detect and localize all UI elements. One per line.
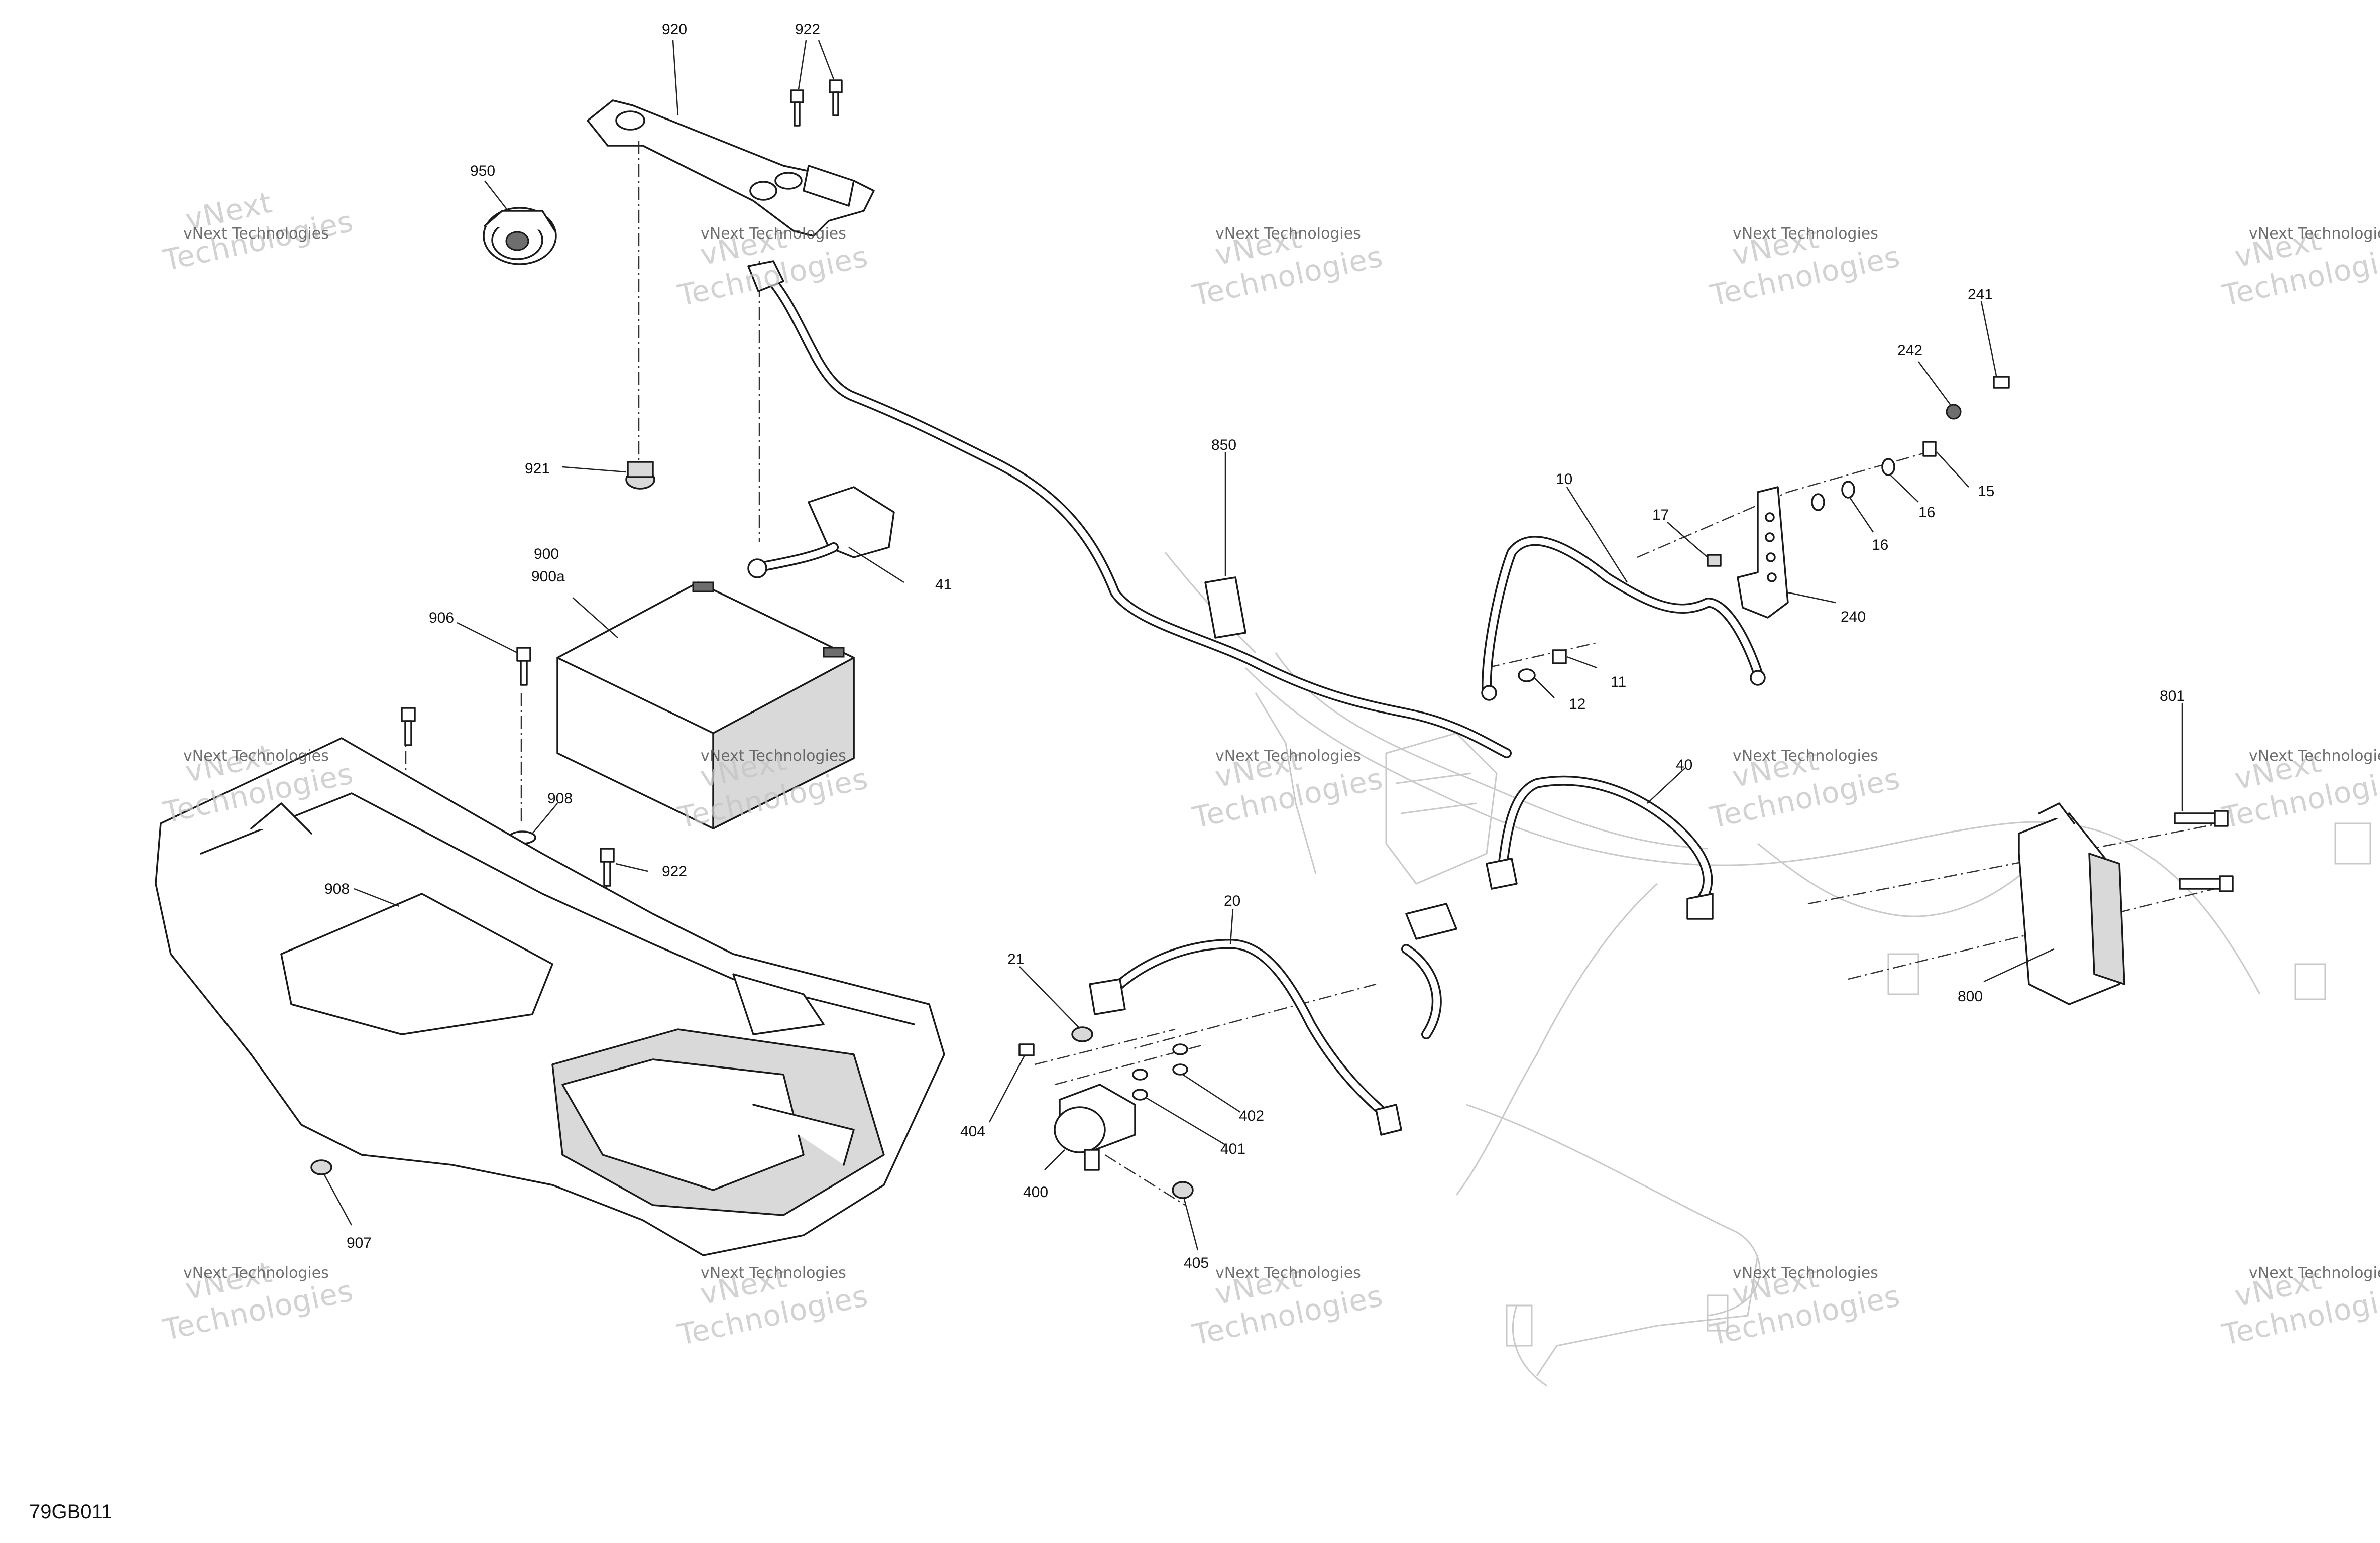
bolt-922-upper bbox=[790, 79, 843, 127]
nut-921 bbox=[625, 461, 655, 490]
callout-906: 906 bbox=[429, 610, 454, 626]
watermark-text: vNext Technologies bbox=[2249, 1264, 2380, 1282]
callout-240: 240 bbox=[1841, 609, 1866, 625]
bracket-920 bbox=[587, 99, 875, 237]
leader-lines bbox=[323, 40, 2183, 1251]
callout-907: 907 bbox=[347, 1235, 372, 1251]
ghost-wiring-harness bbox=[1164, 552, 2371, 1387]
watermark-text: vNext Technologies bbox=[2249, 225, 2380, 243]
callout-17: 17 bbox=[1652, 507, 1669, 523]
callout-15: 15 bbox=[1978, 483, 1994, 500]
fasteners-240-group bbox=[1518, 376, 2010, 682]
watermark-text: vNext Technologies bbox=[1733, 225, 1878, 243]
power-socket-950 bbox=[483, 207, 557, 265]
watermark-text: vNext Technologies bbox=[1733, 1264, 1878, 1282]
callout-16-right: 16 bbox=[1918, 504, 1935, 521]
module-800 bbox=[2018, 802, 2234, 1005]
callout-12: 12 bbox=[1569, 696, 1585, 713]
diagram-code: 79GB011 bbox=[29, 1501, 112, 1523]
callout-40: 40 bbox=[1676, 757, 1692, 773]
callout-242: 242 bbox=[1897, 342, 1922, 359]
watermark-text: vNext Technologies bbox=[183, 1264, 329, 1282]
cable-41 bbox=[747, 486, 895, 578]
callout-922-lower: 922 bbox=[662, 863, 687, 880]
cable-10 bbox=[1481, 536, 1766, 701]
callout-800: 800 bbox=[1958, 988, 1983, 1005]
callout-920: 920 bbox=[662, 21, 687, 38]
watermark-text: vNext Technologies bbox=[183, 747, 329, 765]
callout-950: 950 bbox=[470, 163, 495, 179]
watermark-text: vNext Technologies bbox=[1215, 225, 1361, 243]
cable-20 bbox=[1089, 903, 1457, 1136]
callout-908-lower: 908 bbox=[324, 881, 350, 897]
watermark-text: vNext Technologies bbox=[2249, 747, 2380, 765]
watermark-text: vNext Technologies bbox=[1215, 747, 1361, 765]
callout-921: 921 bbox=[525, 460, 550, 477]
callout-41: 41 bbox=[935, 576, 952, 593]
battery-900 bbox=[556, 581, 855, 829]
callout-900a: 900a bbox=[531, 568, 565, 585]
watermark-text: vNext Technologies bbox=[701, 1264, 846, 1282]
callout-400: 400 bbox=[1023, 1184, 1048, 1201]
callout-908-upper: 908 bbox=[547, 790, 573, 807]
callout-922-upper: 922 bbox=[795, 21, 820, 38]
callout-900: 900 bbox=[534, 546, 559, 562]
callout-850: 850 bbox=[1211, 437, 1236, 453]
callout-16-left: 16 bbox=[1872, 537, 1888, 553]
callout-11: 11 bbox=[1611, 674, 1626, 690]
nut-21 bbox=[1071, 1026, 1093, 1042]
cable-40 bbox=[1486, 775, 1714, 920]
callout-20: 20 bbox=[1224, 893, 1240, 909]
solenoid-400 bbox=[1018, 1043, 1194, 1199]
callout-404: 404 bbox=[960, 1123, 985, 1140]
watermark-text: vNext Technologies bbox=[183, 225, 329, 243]
watermark-text: vNext Technologies bbox=[701, 747, 846, 765]
main-harness-850 bbox=[747, 260, 1512, 758]
callout-402: 402 bbox=[1239, 1108, 1264, 1124]
callout-10: 10 bbox=[1556, 471, 1572, 488]
watermark-grid: vNext Technologies vNext Technologies vN… bbox=[160, 185, 2380, 1352]
watermark-text: vNext Technologies bbox=[701, 225, 846, 243]
callout-21: 21 bbox=[1007, 951, 1024, 968]
watermark-text: vNext Technologies bbox=[1733, 747, 1878, 765]
battery-tray bbox=[155, 737, 945, 1256]
callout-405: 405 bbox=[1184, 1255, 1209, 1271]
callout-401: 401 bbox=[1220, 1141, 1245, 1157]
watermark-text: vNext Technologies bbox=[1215, 1264, 1361, 1282]
callout-241: 241 bbox=[1968, 286, 1993, 303]
bracket-240 bbox=[1737, 486, 1789, 619]
callout-labels: 920 922 950 921 41 900 900a 906 908 922 … bbox=[324, 21, 2185, 1271]
callout-801: 801 bbox=[2160, 688, 2185, 704]
